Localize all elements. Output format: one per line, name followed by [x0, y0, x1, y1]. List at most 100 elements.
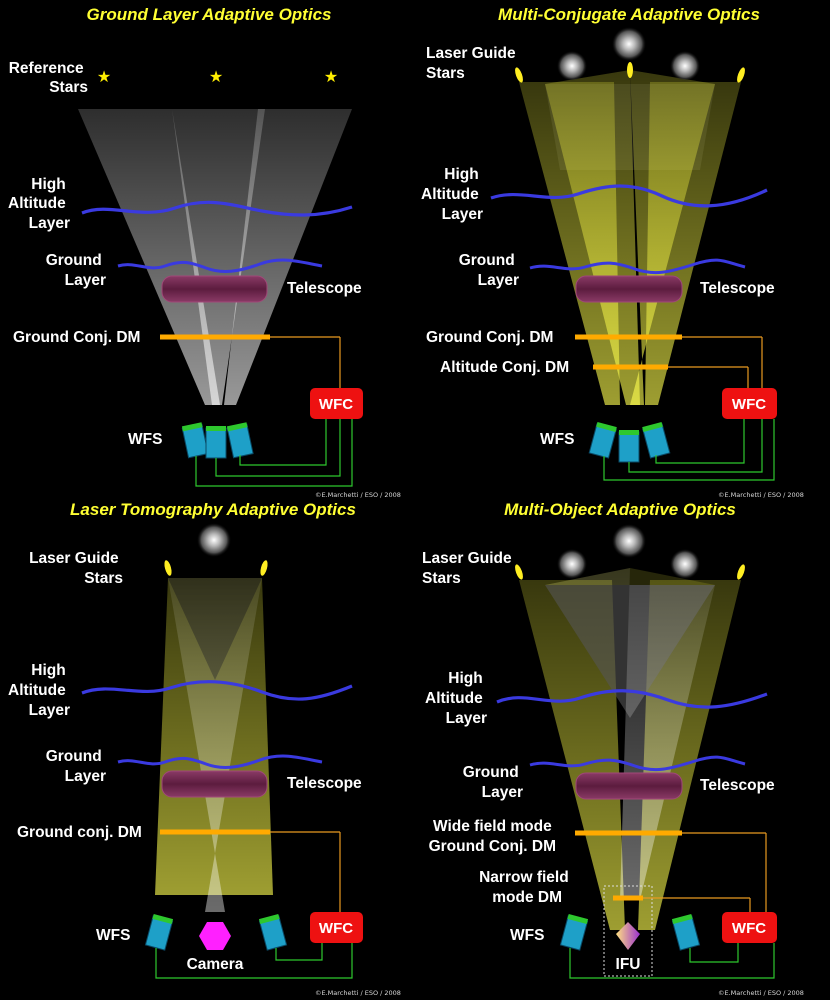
wfs-sensor [144, 913, 174, 951]
ground-layer-label: Ground Layer [459, 252, 519, 289]
ground-conj-dm-label: Ground Conj. DM [426, 329, 553, 346]
laser-guide-stars-label: Laser Guide Stars [422, 550, 516, 587]
telescope-label: Telescope [700, 280, 775, 297]
ground-layer-label: Ground Layer [46, 748, 106, 785]
wfc-label: WFC [732, 920, 766, 937]
panel-ltao: Laser Tomography Adaptive Optics Laser G… [8, 500, 401, 997]
panel-mcao: Multi-Conjugate Adaptive Optics Laser Gu… [421, 5, 804, 499]
credit: ©E.Marchetti / ESO / 2008 [718, 491, 804, 499]
laser-star-icon [515, 67, 523, 83]
laser-star-icon [164, 560, 172, 576]
galaxy-icon [670, 51, 700, 81]
galaxy-icon [557, 549, 587, 579]
wfs-sensor [205, 427, 227, 459]
ifu-label: IFU [616, 956, 641, 973]
laser-star-icon [737, 564, 745, 580]
high-altitude-turbulence [81, 680, 353, 701]
moao-title: Multi-Object Adaptive Optics [504, 500, 736, 519]
light-beams [519, 568, 741, 930]
ground-conj-dm-label: Ground Conj. DM [13, 329, 140, 346]
wfc-label: WFC [319, 396, 353, 413]
laser-guide-stars [515, 564, 745, 580]
camera-label: Camera [187, 956, 244, 973]
high-altitude-turbulence [81, 200, 353, 217]
wfs-label: WFS [128, 431, 162, 448]
wfs-label: WFS [540, 431, 574, 448]
telescope-label: Telescope [287, 280, 362, 297]
star-icon: ★ [324, 69, 338, 86]
telescope [575, 772, 683, 800]
galaxy-icon [557, 51, 587, 81]
star-icon: ★ [97, 69, 111, 86]
galaxies [557, 524, 700, 579]
panel-glao: Ground Layer Adaptive Optics ★ ★ ★ Refer… [8, 5, 401, 499]
ground-layer-label: Ground Layer [46, 252, 106, 289]
wfs-sensor [618, 431, 640, 463]
wfs-label: WFS [510, 927, 544, 944]
wfc-label: WFC [732, 396, 766, 413]
telescope-label: Telescope [287, 775, 362, 792]
ground-turbulence [529, 755, 746, 772]
ground-conj-dm-label: Ground conj. DM [17, 824, 142, 841]
wfs-sensor [671, 913, 701, 951]
credit: ©E.Marchetti / ESO / 2008 [315, 989, 401, 997]
wfs-sensor [258, 913, 288, 951]
credit: ©E.Marchetti / ESO / 2008 [315, 491, 401, 499]
high-altitude-turbulence [490, 184, 768, 208]
ifu-enclosure [603, 885, 653, 977]
wfs-label: WFS [96, 927, 130, 944]
wfs-array [588, 421, 671, 463]
ground-turbulence [117, 258, 323, 273]
telescope [161, 275, 268, 303]
reference-stars: ★ ★ ★ [97, 69, 338, 86]
wfs-feedback-lines [603, 419, 775, 481]
wide-field-dm-label: Wide field mode Ground Conj. DM [429, 818, 556, 855]
high-altitude-turbulence [496, 689, 768, 709]
ground-turbulence [117, 754, 323, 769]
laser-star-icon [515, 564, 523, 580]
laser-star-icon [627, 62, 633, 78]
high-altitude-layer-label: High Altitude Layer [8, 662, 70, 719]
high-altitude-layer-label: High Altitude Layer [8, 176, 70, 232]
laser-guide-stars [515, 62, 745, 83]
telescope [575, 275, 683, 303]
wfs-feedback-lines [195, 419, 353, 487]
wfs-feedback-lines [569, 943, 775, 979]
galaxy-icon [670, 549, 700, 579]
panel-moao: Multi-Object Adaptive Optics Laser Guide… [422, 500, 804, 997]
wfs-array [181, 422, 254, 459]
laser-star-icon [260, 560, 268, 576]
galaxy-icon [612, 27, 646, 61]
wfc-label: WFC [319, 920, 353, 937]
galaxy-icon [197, 523, 231, 557]
wfc-box [310, 912, 363, 943]
ground-turbulence [529, 258, 746, 275]
glao-title: Ground Layer Adaptive Optics [87, 5, 332, 24]
wfc-box [722, 912, 777, 943]
camera-icon [199, 922, 231, 950]
narrow-field-dm-label: Narrow field mode DM [479, 869, 573, 906]
galaxies [557, 27, 700, 81]
altitude-conj-dm-label: Altitude Conj. DM [440, 359, 569, 376]
high-altitude-layer-label: High Altitude Layer [421, 166, 483, 223]
laser-guide-stars [164, 560, 268, 576]
wfc-box [310, 388, 363, 419]
star-icon: ★ [209, 69, 223, 86]
wfs-sensor [559, 913, 589, 951]
mcao-title: Multi-Conjugate Adaptive Optics [498, 5, 760, 24]
telescope [161, 770, 268, 798]
laser-star-icon [737, 67, 745, 83]
light-beams [78, 109, 352, 405]
light-beams [155, 578, 273, 912]
light-beams [519, 70, 741, 405]
reference-stars-label: Reference Stars [9, 60, 88, 96]
wfs-feedback-lines [155, 943, 353, 979]
wfc-box [722, 388, 777, 419]
ground-layer-label: Ground Layer [463, 764, 523, 801]
laser-guide-stars-label: Laser Guide Stars [426, 45, 520, 82]
ifu-icon [616, 922, 640, 950]
credit: ©E.Marchetti / ESO / 2008 [718, 989, 804, 997]
galaxy-icon [612, 524, 646, 558]
telescope-label: Telescope [700, 777, 775, 794]
laser-guide-stars-label: Laser Guide Stars [29, 550, 123, 587]
